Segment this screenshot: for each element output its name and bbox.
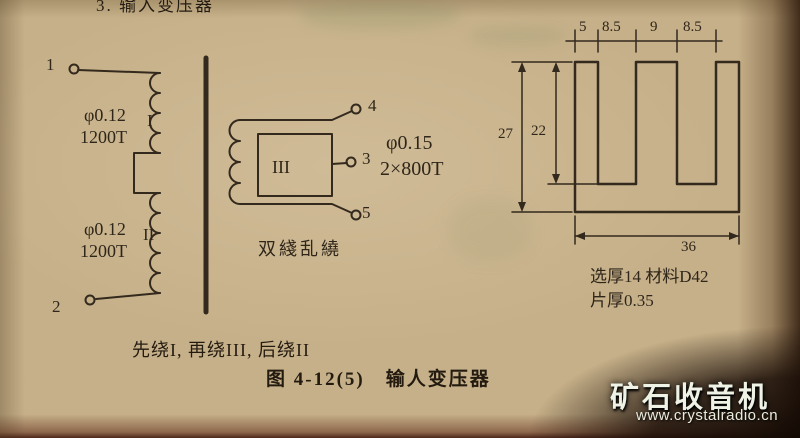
terminal-3-label: 3	[362, 149, 371, 168]
winding-iii-symbol	[228, 103, 362, 221]
terminal-5-node	[350, 209, 362, 221]
bifilar-note: 双綫乱繞	[258, 239, 342, 259]
dim-top-3: 9	[650, 19, 658, 35]
terminal-3-node	[345, 156, 357, 168]
dim-top-2: 8.5	[602, 19, 621, 35]
lamination-drawing	[511, 29, 741, 245]
winding-iii-turns-label: 2×800T	[380, 158, 444, 180]
terminal-2-node	[84, 294, 96, 306]
dim-top-4: 8.5	[683, 19, 702, 35]
terminal-4-label: 4	[368, 96, 377, 115]
terminal-1-label: 1	[46, 55, 55, 74]
winding-i-coil	[149, 72, 161, 154]
terminal-5-label: 5	[362, 203, 371, 222]
terminal-2-label: 2	[52, 297, 61, 316]
terminal-4-node	[350, 103, 362, 115]
winding-i-turns-label: 1200T	[80, 127, 127, 147]
material-note-line1: 选厚14 材料D42	[590, 267, 709, 286]
winding-order-note: 先绕I, 再绕III, 后绕II	[132, 340, 310, 360]
figure-caption: 图 4-12(5) 输人变压器	[266, 369, 491, 390]
watermark-site-name: 矿石收音机	[610, 382, 771, 414]
cropped-heading-text: 3. 输入变压器	[96, 0, 214, 13]
cropped-heading: 3. 输入变压器	[96, 0, 336, 13]
winding-i-wire-label: φ0.12	[84, 105, 126, 125]
dim-width-36: 36	[681, 239, 696, 255]
winding-ii-numeral: II	[143, 225, 155, 244]
winding-i-ii-symbol	[68, 63, 161, 306]
winding-ii-turns-label: 1200T	[80, 241, 127, 261]
winding-iii-coil	[228, 119, 241, 205]
material-note-line2: 片厚0.35	[590, 291, 654, 310]
photo-corner-shadow	[510, 323, 800, 438]
terminal-1-node	[68, 63, 80, 75]
dim-height-27: 27	[498, 126, 513, 142]
winding-ii-coil	[149, 192, 161, 294]
lamination-outline	[573, 60, 741, 214]
winding-i-numeral: I	[147, 111, 153, 130]
winding-iii-numeral: III	[272, 157, 290, 177]
winding-ii-wire-label: φ0.12	[84, 219, 126, 239]
winding-iii-wire-label: φ0.15	[386, 132, 433, 154]
bifilar-inner-loop	[257, 133, 333, 197]
dim-window-22: 22	[531, 123, 546, 139]
watermark-site-url: www.crystalradio.cn	[636, 407, 779, 424]
dim-top-1: 5	[579, 19, 587, 35]
